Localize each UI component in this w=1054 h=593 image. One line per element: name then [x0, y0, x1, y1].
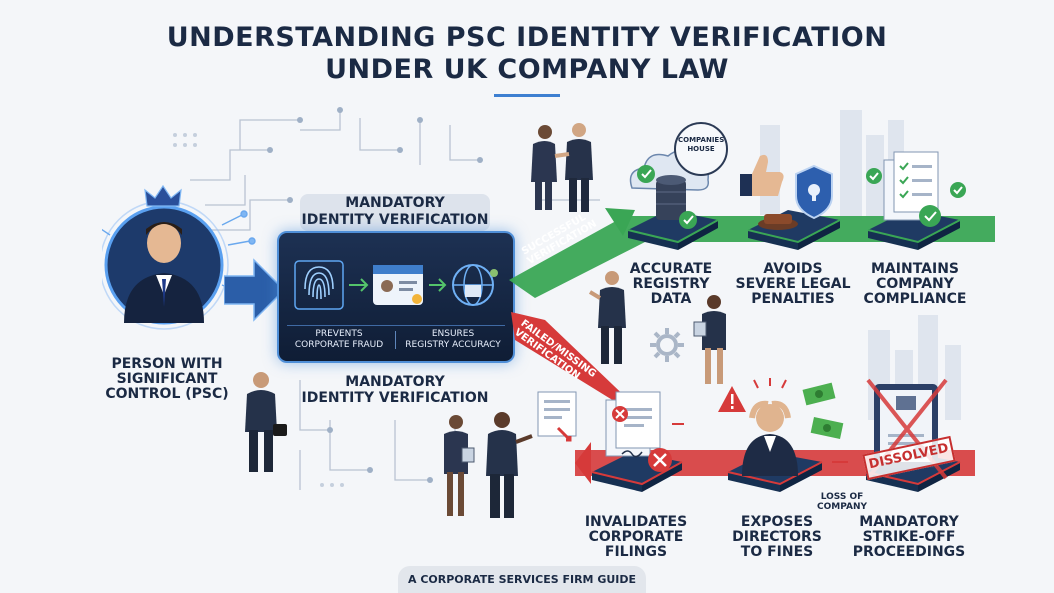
success-outcome-2-line-3: PENALTIES: [751, 291, 835, 307]
globe-icon: [452, 264, 498, 306]
loss-label-line-2: COMPANY: [817, 502, 867, 512]
success-outcome-3-line-2: COMPANY: [876, 276, 954, 292]
title-underline: [494, 94, 560, 97]
panel-bottom-label-line-1: MANDATORY: [345, 374, 445, 390]
money-icon: [802, 382, 844, 439]
psc-label-line-3: CONTROL (PSC): [105, 386, 229, 402]
success-outcome-2-line-1: AVOIDS: [763, 261, 823, 277]
footer-caption: A CORPORATE SERVICES FIRM GUIDE: [398, 566, 646, 593]
failure-outcome-2-line-1: EXPOSES: [740, 514, 814, 530]
crown-icon: [144, 184, 182, 207]
badge-line-2: HOUSE: [687, 145, 715, 153]
success-outcome-3-line-3: COMPLIANCE: [863, 291, 967, 307]
failure-outcome-2-line-2: DIRECTORS: [732, 529, 822, 545]
checklist-icon: [866, 151, 966, 227]
success-outcome-1-line-3: DATA: [650, 291, 692, 307]
psc-arrow: [224, 258, 286, 322]
failure-outcome-3-line-3: PROCEEDINGS: [852, 544, 966, 560]
failure-outcome-1-line-3: FILINGS: [604, 544, 668, 560]
loss-label-line-1: LOSS OF: [820, 492, 864, 502]
benefit-right-line-1: ENSURES: [431, 329, 475, 339]
presenter-figure: [588, 271, 626, 364]
discussion-figures: [444, 412, 533, 518]
thumbs-up-icon: [740, 154, 784, 196]
stressed-director-figure: [742, 378, 798, 476]
verification-panel: PREVENTS CORPORATE FRAUD ENSURES REGISTR…: [277, 231, 515, 363]
benefit-right-line-2: REGISTRY ACCURACY: [405, 340, 501, 350]
failure-outcome-3-line-1: MANDATORY: [859, 514, 959, 530]
benefit-left-line-2: CORPORATE FRAUD: [294, 340, 384, 350]
businessman-figure: [245, 372, 287, 472]
handshake-figures: [531, 123, 593, 212]
rejected-document-icon: [605, 391, 672, 472]
success-outcome-1-line-1: ACCURATE: [629, 261, 713, 277]
failure-outcome-1-line-1: INVALIDATES: [584, 514, 688, 530]
platform-2: [747, 210, 841, 250]
failure-outcome-2-line-3: TO FINES: [740, 544, 814, 560]
gear-icon: [650, 328, 684, 362]
title-line-2: UNDER UK COMPANY LAW: [325, 54, 729, 85]
warning-icon: [718, 386, 746, 412]
psc-portrait: [102, 200, 256, 330]
panel-icons: [294, 260, 498, 310]
title-line-1: UNDERSTANDING PSC IDENTITY VERIFICATION: [166, 22, 888, 53]
success-outcome-3-line-1: MAINTAINS: [871, 261, 959, 277]
success-outcome-2-line-2: SEVERE LEGAL: [735, 276, 851, 292]
badge-line-1: COMPANIES: [678, 136, 725, 144]
psc-label-line-2: SIGNIFICANT: [116, 371, 218, 387]
success-platforms: [627, 150, 966, 250]
success-outcome-1-line-2: REGISTRY: [632, 276, 710, 292]
fingerprint-icon: [294, 260, 344, 310]
psc-label-line-1: PERSON WITH: [111, 356, 223, 372]
failure-outcome-3-line-2: STRIKE-OFF: [862, 529, 956, 545]
benefit-left-line-1: PREVENTS: [315, 329, 363, 339]
companies-house-badge: COMPANIES HOUSE: [674, 122, 728, 176]
panel-top-label-line-2: IDENTITY VERIFICATION: [301, 212, 489, 228]
small-document-icon: [537, 391, 577, 442]
tablet-woman-figure: [693, 295, 726, 384]
gavel-icon: [758, 214, 798, 230]
panel-bottom-label-line-2: IDENTITY VERIFICATION: [301, 390, 489, 406]
failure-outcome-1-line-2: CORPORATE: [588, 529, 684, 545]
shield-lock-icon: [795, 164, 833, 220]
id-card-icon: [373, 265, 423, 305]
panel-top-label-line-1: MANDATORY: [345, 195, 445, 211]
